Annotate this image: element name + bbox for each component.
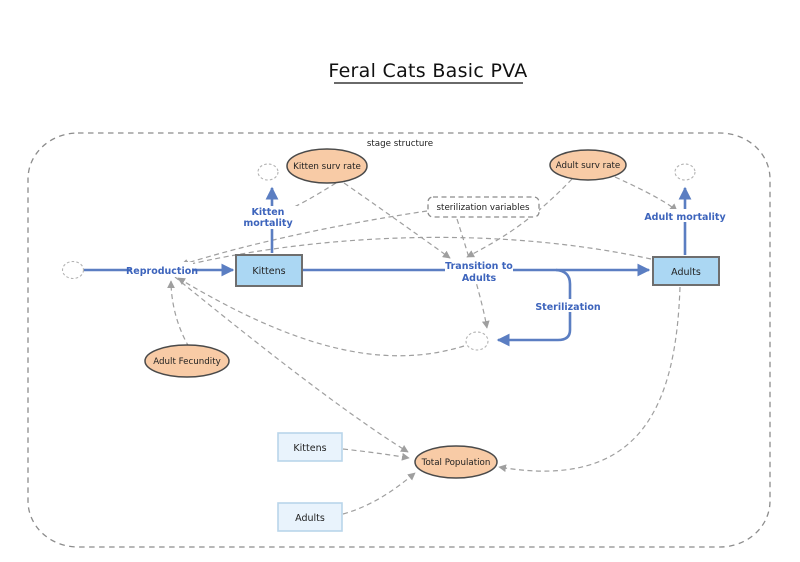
adult-mortality-label-bg [647,209,723,222]
connector-ksr-to-transition [343,182,451,259]
converter-adult-fecundity[interactable] [144,344,230,378]
flow-kitten-mortality-label-line1[interactable]: Kitten [252,207,285,218]
ghost-stock-adults-label: Adults [295,513,325,524]
flow-transition-label-line2[interactable]: Adults [462,273,497,284]
converter-adult-fecundity-label: Adult Fecundity [153,357,221,367]
converter-total-population-label: Total Population [421,458,491,468]
flow-sterilization-line[interactable] [496,268,572,347]
ghost-stock-kittens-label: Kittens [293,443,326,454]
flow-transition-label-line1[interactable]: Transition to [445,261,513,272]
sterilization-variables-label: sterilization variables [437,203,530,213]
ghost-stock-adults[interactable] [277,502,343,532]
converter-kitten-surv-rate-label: Kitten surv rate [293,162,361,172]
flow-reproduction-label[interactable]: Reproduction [126,266,198,277]
connector-ghost-adults-to-total-population [342,472,416,515]
flow-label-layer: Reproduction Kitten mortality Transition… [126,206,726,313]
connector-asr-to-transition [466,178,573,258]
sterilization-variables-group: sterilization variables [427,196,540,218]
connector-reproduction-to-total-population [174,276,409,453]
converter-layer: Kitten surv rate Adult surv rate Adult F… [144,148,627,479]
stock-kittens-label: Kittens [252,266,285,277]
connector-adults-to-reproduction [181,236,652,269]
stock-layer: Kittens Adults Kittens Adults [235,254,720,532]
cloud-sink-sterilization[interactable] [465,331,489,351]
connector-sterilization-to-reproduction [177,277,465,357]
flow-adult-mortality-label[interactable]: Adult mortality [644,212,726,223]
transition-label-bg [445,259,513,283]
flow-kitten-mortality-label-line2[interactable]: mortality [243,218,293,229]
cloud-sink-kitten-mortality[interactable] [257,163,279,181]
connector-adults-to-total-population [498,286,681,473]
converter-kitten-surv-rate[interactable] [286,148,368,184]
sterilization-variables-frame[interactable] [427,196,540,218]
ghost-stock-kittens[interactable] [277,432,343,462]
model-boundary [27,132,771,548]
stock-kittens[interactable] [235,254,303,287]
reproduction-label-bg [131,262,193,277]
connector-layer [167,176,681,515]
converter-adult-surv-rate-label: Adult surv rate [556,161,621,171]
converter-total-population[interactable] [414,445,498,479]
sterilization-label-bg [536,299,600,312]
kitten-mortality-label-bg [239,206,297,229]
connector-asr-to-adult-mortality [614,176,678,212]
connector-fecundity-to-reproduction [167,280,190,348]
flow-sterilization-label[interactable]: Sterilization [535,302,601,313]
diagram-title: Feral Cats Basic PVA [328,60,527,82]
sector-label-stage-structure: stage structure [367,139,433,149]
cloud-source-reproduction[interactable] [61,260,85,280]
connector-stz-vars-to-reproduction [180,210,428,267]
stock-adults-label: Adults [671,267,701,278]
connector-ghost-kittens-to-total-population [342,448,410,461]
cloud-layer [61,163,696,351]
cloud-sink-adult-mortality[interactable] [674,163,696,181]
converter-adult-surv-rate[interactable] [549,149,627,181]
stock-adults[interactable] [652,256,720,286]
